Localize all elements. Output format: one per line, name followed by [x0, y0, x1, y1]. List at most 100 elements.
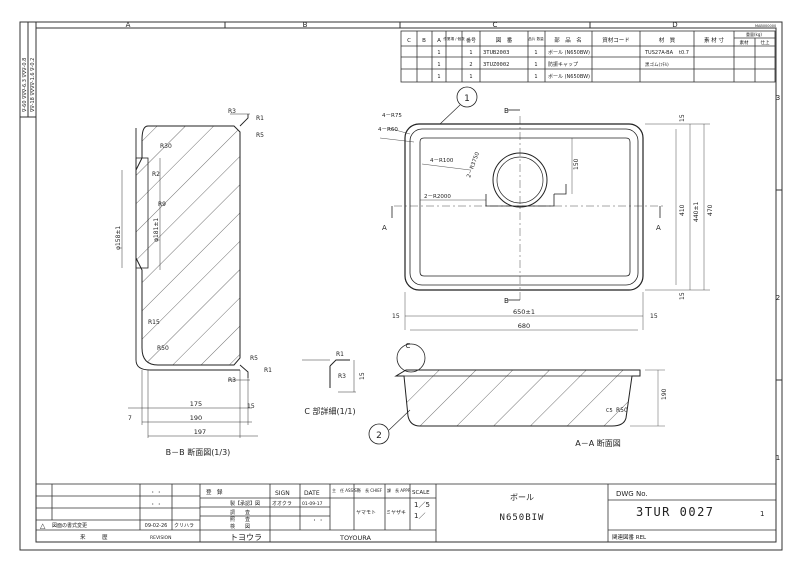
title-model: N650BIW [500, 513, 545, 523]
bb-dim-15: 15 [247, 403, 255, 410]
approval-tantou: 主 任 ASSIST [332, 487, 360, 493]
bb-label-dia2: φ181±1 [153, 218, 160, 242]
bb-label-r30: R30 [160, 143, 172, 150]
c-label-r3: R3 [338, 373, 346, 380]
approval-drafter: オオクラ [272, 501, 292, 507]
bb-section-view [121, 113, 258, 438]
bb-dim-175: 175 [190, 400, 202, 408]
pt-row1-material: TUS27A-BA [644, 50, 674, 56]
approval-row-2: 調 査 [230, 509, 250, 516]
plan-section-b-bottom: B [504, 297, 509, 305]
rev-note: 図面の書式変更 [52, 522, 87, 529]
plan-label-r75: 4－R75 [382, 113, 402, 119]
title-name: ボール [510, 493, 534, 502]
bb-label-r9: R9 [158, 201, 166, 208]
bb-label-r5b: R5 [250, 355, 258, 362]
plan-dim-15b: 15 [679, 292, 686, 300]
plan-dim-680: 680 [518, 322, 530, 330]
zone-label-c: C [493, 21, 498, 29]
bb-label-r15: R15 [148, 319, 160, 326]
plan-dim-440: 440±1 [693, 202, 700, 222]
surface-finish-line1: ∇-60 ∇∇∇-6.3 ∇∇∇-0.8 [22, 58, 28, 113]
bb-label-r50: R50 [157, 345, 169, 352]
c-dim-15: 15 [359, 372, 366, 380]
pt-row1-dim: t0.7 [679, 50, 689, 56]
plan-section-b-top: B [504, 107, 509, 115]
rev-row2-date: ・ ・ [150, 502, 162, 508]
c-label-r1: R1 [336, 351, 344, 358]
plan-label-r100: 4－R100 [430, 158, 454, 164]
approval-date: 01-09-17 [302, 501, 323, 507]
pt-head-a: A [437, 38, 441, 44]
pt-row2-material: 黒ゴム(ﾌﾁﾙ) [645, 61, 669, 68]
zone-label-a: A [126, 21, 131, 29]
rev-symbol: △ [40, 522, 46, 530]
callout-1: 1 [464, 94, 470, 104]
pt-row2-spare: 1 [534, 62, 537, 68]
c-detail-view [302, 359, 356, 393]
plan-section-a-left: A [382, 224, 387, 232]
rev-row1-date: ・ ・ [150, 490, 162, 496]
approval-sign-header: SIGN [275, 490, 290, 497]
approval-date-header: DATE [304, 490, 320, 497]
approval-kakari: 係 長 CHIEF [357, 487, 383, 493]
pt-row3-qty: 1 [437, 74, 440, 80]
zone-label-1: 1 [776, 454, 780, 462]
pt-row1-spare: 1 [534, 50, 537, 56]
plan-section-a-right: A [656, 224, 661, 232]
scale-sheet: 1／ [414, 512, 425, 520]
plan-dim-15a: 15 [679, 114, 686, 122]
aa-label-c5: C5 [606, 408, 613, 414]
outer-border [19, 21, 783, 551]
approval-row-4: 検 図 [230, 523, 250, 530]
pt-row3-name: ボール (N650BW) [548, 73, 590, 80]
pt-row3-spare: 1 [534, 74, 537, 80]
pt-row2-drawing: 3TUZ0002 [483, 62, 510, 68]
bb-label-r1b: R1 [264, 367, 272, 374]
aa-dim-190: 190 [661, 388, 668, 400]
pt-row1-drawing: 3TUB2003 [483, 50, 510, 56]
approval-chief-name: ミヤザキ [386, 510, 406, 516]
pt-head-weight-raw: 素材 [740, 39, 749, 46]
bb-dim-7: 7 [128, 415, 132, 422]
scale-value: 1／5 [414, 501, 430, 509]
pt-head-name: 部 品 名 [554, 36, 582, 44]
bb-label-r5: R5 [256, 132, 264, 139]
company-jp: トヨウラ [230, 533, 262, 542]
approval-registry: 登 録 [206, 488, 223, 496]
approval-row-1: 製【承認】図 [230, 500, 260, 507]
zone-label-2: 2 [776, 294, 780, 302]
top-right-ref: MAB000000 [755, 24, 776, 28]
dwg-related: 関連図番 REL [612, 533, 647, 541]
aa-section-view [394, 343, 665, 427]
aa-callout-c: C [406, 342, 411, 350]
title-block [35, 483, 777, 543]
aa-section-title: A－A 断面図 [575, 438, 621, 448]
zone-label-d: D [672, 21, 677, 29]
bb-dim-197: 197 [194, 428, 206, 436]
plan-label-r3750: 2－R3750 [466, 151, 481, 179]
pt-row1-qty: 1 [437, 50, 440, 56]
dwg-rev: 1 [760, 510, 764, 518]
bb-label-r2: R2 [152, 171, 160, 178]
pt-head-dim: 素 材 寸 [704, 36, 724, 44]
bb-label-r3b: R3 [228, 377, 236, 384]
parts-table [400, 30, 776, 83]
pt-row2-no: 2 [469, 62, 472, 68]
approval-blank-date: ・ ・ [312, 518, 324, 524]
plan-dim-150: 150 [573, 158, 580, 170]
bb-section-title: B－B 断面図(1/3) [166, 447, 231, 457]
plan-dim-15d: 15 [650, 313, 658, 320]
rev-row3-date: 09-02-26 [145, 523, 168, 529]
callout-2: 2 [376, 431, 382, 441]
pt-row2-qty: 1 [437, 62, 440, 68]
pt-head-c: C [407, 38, 411, 44]
pt-head-spare: 品片 数量 [528, 36, 544, 41]
rev-footer-label: 来 歴 [80, 533, 108, 541]
approval-row-3: 照 査 [230, 516, 250, 523]
rev-row3-by: クリハラ [174, 523, 194, 529]
pt-head-no: 番号 [466, 37, 476, 44]
surface-finish-line2: ∇∇-18 ∇∇∇∇-1.6 ∇-0.2 [30, 58, 36, 113]
bb-label-r3: R3 [228, 108, 236, 115]
